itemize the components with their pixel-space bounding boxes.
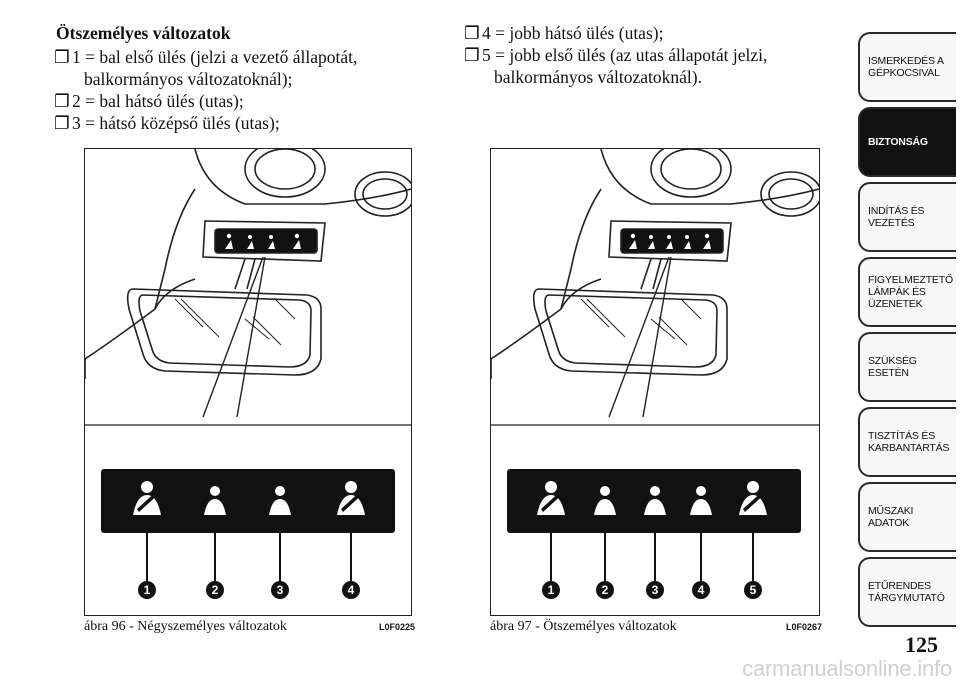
seatbelt-warning-panel [101,469,395,533]
right-text-column: ❐ 4 = jobb hátsó ülés (utas); ❐ 5 = jobb… [462,22,842,88]
tab-label-line: BIZTONSÁG [868,136,928,148]
list-item-line: 3 = hátsó középső ülés (utas); [72,113,280,133]
watermark: carmanualsonline.info [742,656,952,681]
tab-label-line: KARBANTARTÁS [868,442,950,454]
callout-badge [692,581,710,599]
callout-number: 2 [212,583,219,597]
callout-badge [542,581,560,599]
list-item: ❐ 2 = bal hátsó ülés (utas); [52,90,432,112]
page-number: 125 [905,632,938,657]
figure-code: L0F0267 [786,622,823,632]
list-item: ❐ 1 = bal első ülés (jelzi a vezető álla… [52,46,432,90]
tab-label-line: ÜZENETEK [868,298,923,310]
checkbox-bullet-icon: ❐ [54,91,70,111]
callout-badge [206,581,224,599]
left-text-column: Ötszemélyes változatok ❐ 1 = bal első ül… [52,22,432,134]
callout-number: 5 [750,583,757,597]
callout-number: 2 [602,583,609,597]
dashboard-illustration: 1 2 3 4 [85,149,411,599]
figure-caption: ábra 97 - Ötszemélyes változatok [490,619,677,634]
tab-label-line: ETŰRENDES [868,580,931,592]
tab-biztonsag[interactable]: BIZTONSÁG [858,107,956,177]
checkbox-bullet-icon: ❐ [54,47,70,67]
tab-label-line: FIGYELMEZTETŐ [868,274,953,286]
list-item-line: balkormányos változatoknál); [84,69,293,89]
callout-badge [646,581,664,599]
callout-badge [342,581,360,599]
seatbelt-icon [133,481,365,515]
callout-badge [271,581,289,599]
tab-szukseg[interactable]: SZÜKSÉG ESETÉN [858,332,956,402]
callout-badge [138,581,156,599]
callout-badge [744,581,762,599]
dashboard-illustration: 1 2 3 4 5 [491,149,819,599]
section-heading: Ötszemélyes változatok [56,23,231,43]
callout-number: 3 [652,583,659,597]
tab-label-line: INDÍTÁS ÉS [868,205,925,217]
tab-label-line: MŰSZAKI ADATOK [868,505,914,529]
tab-label-line: LÁMPÁK ÉS [868,286,926,298]
figure-code: L0F0225 [379,622,416,632]
checkbox-bullet-icon: ❐ [464,45,480,65]
tab-label-line: ISMERKEDÉS A [868,55,944,67]
list-item: ❐ 4 = jobb hátsó ülés (utas); [462,22,842,44]
callout-number: 1 [144,583,151,597]
seatbelt-icon [537,481,767,515]
callout-number: 1 [548,583,555,597]
callout-number: 4 [348,583,355,597]
list-item-line: 5 = jobb első ülés (az utas állapotát je… [482,45,768,65]
list-item-line: balkormányos változatoknál). [494,67,702,87]
list-item: ❐ 3 = hátsó középső ülés (utas); [52,112,432,134]
tab-label-line: TÁRGYMUTATÓ [868,592,945,604]
tab-label-line: VEZETÉS [868,217,915,229]
callout-number: 4 [698,583,705,597]
tab-label-line: SZÜKSÉG ESETÉN [868,355,917,379]
figure-caption: ábra 96 - Négyszemélyes változatok [84,619,287,634]
callout-badge [596,581,614,599]
tab-label-line: TISZTÍTÁS ÉS [868,430,936,442]
list-item-line: 1 = bal első ülés (jelzi a vezető állapo… [72,47,358,67]
tab-muszaki[interactable]: MŰSZAKI ADATOK [858,482,956,552]
figure-five-seat: 1 2 3 4 5 [490,148,820,616]
figure-four-seat: 1 2 3 4 [84,148,412,616]
list-item-line: 4 = jobb hátsó ülés (utas); [482,23,664,43]
list-item-line: 2 = bal hátsó ülés (utas); [72,91,244,111]
callout-number: 3 [277,583,284,597]
tab-label-line: GÉPKOCSIVAL [868,67,940,79]
list-item: ❐ 5 = jobb első ülés (az utas állapotát … [462,44,842,88]
checkbox-bullet-icon: ❐ [464,23,480,43]
checkbox-bullet-icon: ❐ [54,113,70,133]
